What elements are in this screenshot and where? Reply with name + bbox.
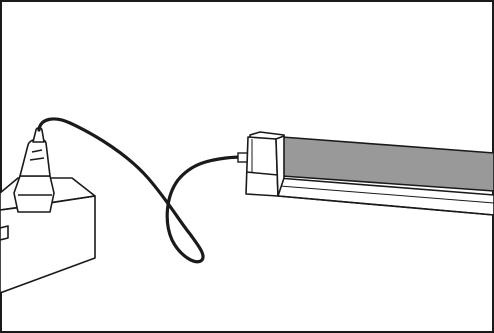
led-bar-end-cap-front	[245, 136, 279, 197]
plug-base	[13, 175, 55, 213]
led-bar-end-cap-line	[245, 171, 279, 176]
plug-grip-line	[31, 149, 43, 153]
led-bar-inner-line	[279, 185, 494, 204]
led-bar-lower-edge	[277, 195, 494, 216]
plug	[13, 126, 55, 213]
led-bar-end-cap-side	[275, 135, 285, 197]
power-cable	[37, 117, 248, 264]
plug-grip-line	[29, 157, 45, 161]
power-strip-slot	[0, 225, 9, 241]
led-bar	[245, 131, 494, 216]
